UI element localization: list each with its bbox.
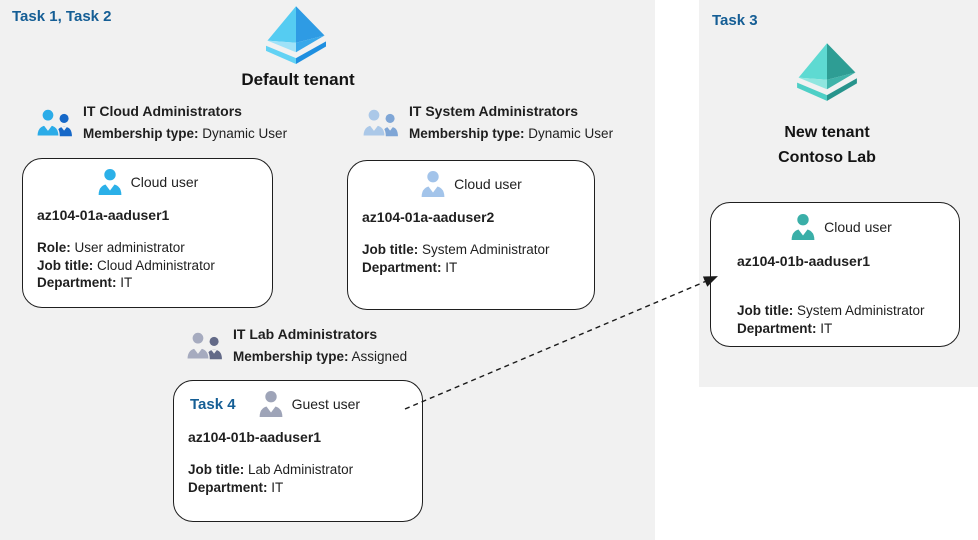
- default-tenant-title: Default tenant: [241, 70, 355, 89]
- group-membership: Membership type: Dynamic User: [409, 126, 613, 141]
- group-name: IT System Administrators: [409, 103, 579, 119]
- group-membership: Membership type: Dynamic User: [83, 126, 287, 141]
- field-label: Job title:: [37, 257, 94, 273]
- user-field: Job title: System Administrator: [737, 302, 945, 320]
- task-4-label: Task 4: [190, 395, 236, 413]
- group-text: IT System Administrators Membership type…: [409, 103, 613, 141]
- field-value: System Administrator: [797, 303, 925, 318]
- card-header: Cloud user: [737, 211, 945, 243]
- user-field: Department: IT: [37, 274, 258, 292]
- field-value: IT: [820, 320, 833, 336]
- membership-value: Dynamic User: [202, 126, 288, 141]
- guest-user-card: Task 4 Guest user az104-01b-aaduser1 Job…: [173, 380, 423, 522]
- user-type-label: Cloud user: [824, 219, 892, 235]
- group-name: IT Lab Administrators: [233, 326, 378, 342]
- user-name: az104-01a-aaduser2: [362, 209, 495, 225]
- membership-value: Dynamic User: [528, 126, 614, 141]
- user-card-aaduser2: Cloud user az104-01a-aaduser2 Job title:…: [347, 160, 595, 310]
- user-field: Department: IT: [362, 259, 580, 277]
- membership-value: Assigned: [351, 349, 408, 364]
- field-value: User administrator: [74, 240, 185, 255]
- task-3-label: Task 3: [712, 12, 758, 29]
- azure-ad-tenant-teal-icon: [797, 43, 857, 101]
- user-name: az104-01b-aaduser1: [188, 429, 322, 445]
- group-people-icon: [186, 331, 222, 360]
- field-label: Job title:: [362, 242, 419, 257]
- user-field: Job title: Cloud Administrator: [37, 257, 258, 275]
- user-fields: Job title: Lab Administrator Department:…: [188, 461, 408, 496]
- cloud-user-icon: [791, 214, 815, 240]
- cloud-user-icon: [421, 171, 445, 197]
- guest-user-icon: [259, 391, 282, 417]
- group-it-system-administrators: IT System Administrators Membership type…: [362, 103, 652, 141]
- group-membership: Membership type: Assigned: [233, 349, 407, 364]
- user-field: Job title: System Administrator: [362, 241, 580, 259]
- card-header: Cloud user: [37, 167, 258, 197]
- user-field: Job title: Lab Administrator: [188, 461, 408, 479]
- user-card-aaduser1: Cloud user az104-01a-aaduser1 Role: User…: [22, 158, 273, 308]
- field-value: IT: [445, 259, 458, 275]
- group-it-cloud-administrators: IT Cloud Administrators Membership type:…: [36, 103, 316, 141]
- user-field: Department: IT: [188, 479, 408, 497]
- membership-label: Membership type:: [409, 126, 525, 141]
- field-value: IT: [271, 479, 284, 495]
- group-name: IT Cloud Administrators: [83, 103, 242, 119]
- field-value: Lab Administrator: [248, 462, 354, 477]
- task-1-2-label: Task 1, Task 2: [12, 8, 112, 25]
- field-value: Cloud Administrator: [97, 257, 215, 273]
- group-it-lab-administrators: IT Lab Administrators Membership type: A…: [186, 326, 466, 364]
- membership-label: Membership type:: [233, 349, 349, 364]
- membership-label: Membership type:: [83, 126, 199, 141]
- default-tenant-panel: Task 1, Task 2 Default tenant IT Cloud A…: [0, 0, 655, 540]
- user-type-label: Cloud user: [454, 176, 522, 192]
- user-fields: Job title: System Administrator Departme…: [362, 241, 580, 276]
- group-text: IT Cloud Administrators Membership type:…: [83, 103, 287, 141]
- field-label: Department:: [737, 320, 817, 336]
- field-value: IT: [120, 275, 133, 290]
- field-label: Department:: [37, 275, 117, 290]
- card-header: Task 4 Guest user: [188, 389, 408, 419]
- user-name: az104-01b-aaduser1: [737, 253, 871, 269]
- group-people-icon: [362, 108, 398, 137]
- field-label: Department:: [362, 259, 442, 275]
- new-tenant-user-card: Cloud user az104-01b-aaduser1 Job title:…: [710, 202, 960, 347]
- user-field: Department: IT: [737, 320, 945, 338]
- new-tenant-title-line1: New tenant: [784, 124, 870, 141]
- cloud-user-icon: [98, 169, 122, 195]
- user-type-label: Guest user: [291, 396, 361, 412]
- group-text: IT Lab Administrators Membership type: A…: [233, 326, 407, 364]
- azure-ad-tenant-icon: [266, 6, 326, 64]
- user-name: az104-01a-aaduser1: [37, 207, 170, 223]
- group-people-icon: [36, 108, 72, 137]
- new-tenant-title-line2: Contoso Lab: [778, 149, 876, 166]
- field-value: System Administrator: [422, 242, 550, 257]
- card-header: Cloud user: [362, 169, 580, 199]
- field-label: Job title:: [188, 462, 245, 477]
- field-label: Department:: [188, 479, 268, 495]
- user-type-label: Cloud user: [130, 174, 199, 190]
- user-fields: Job title: System Administrator Departme…: [737, 302, 945, 337]
- field-label: Role:: [37, 240, 71, 255]
- field-label: Job title:: [737, 303, 794, 318]
- user-fields: Role: User administrator Job title: Clou…: [37, 239, 258, 292]
- user-field: Role: User administrator: [37, 239, 258, 257]
